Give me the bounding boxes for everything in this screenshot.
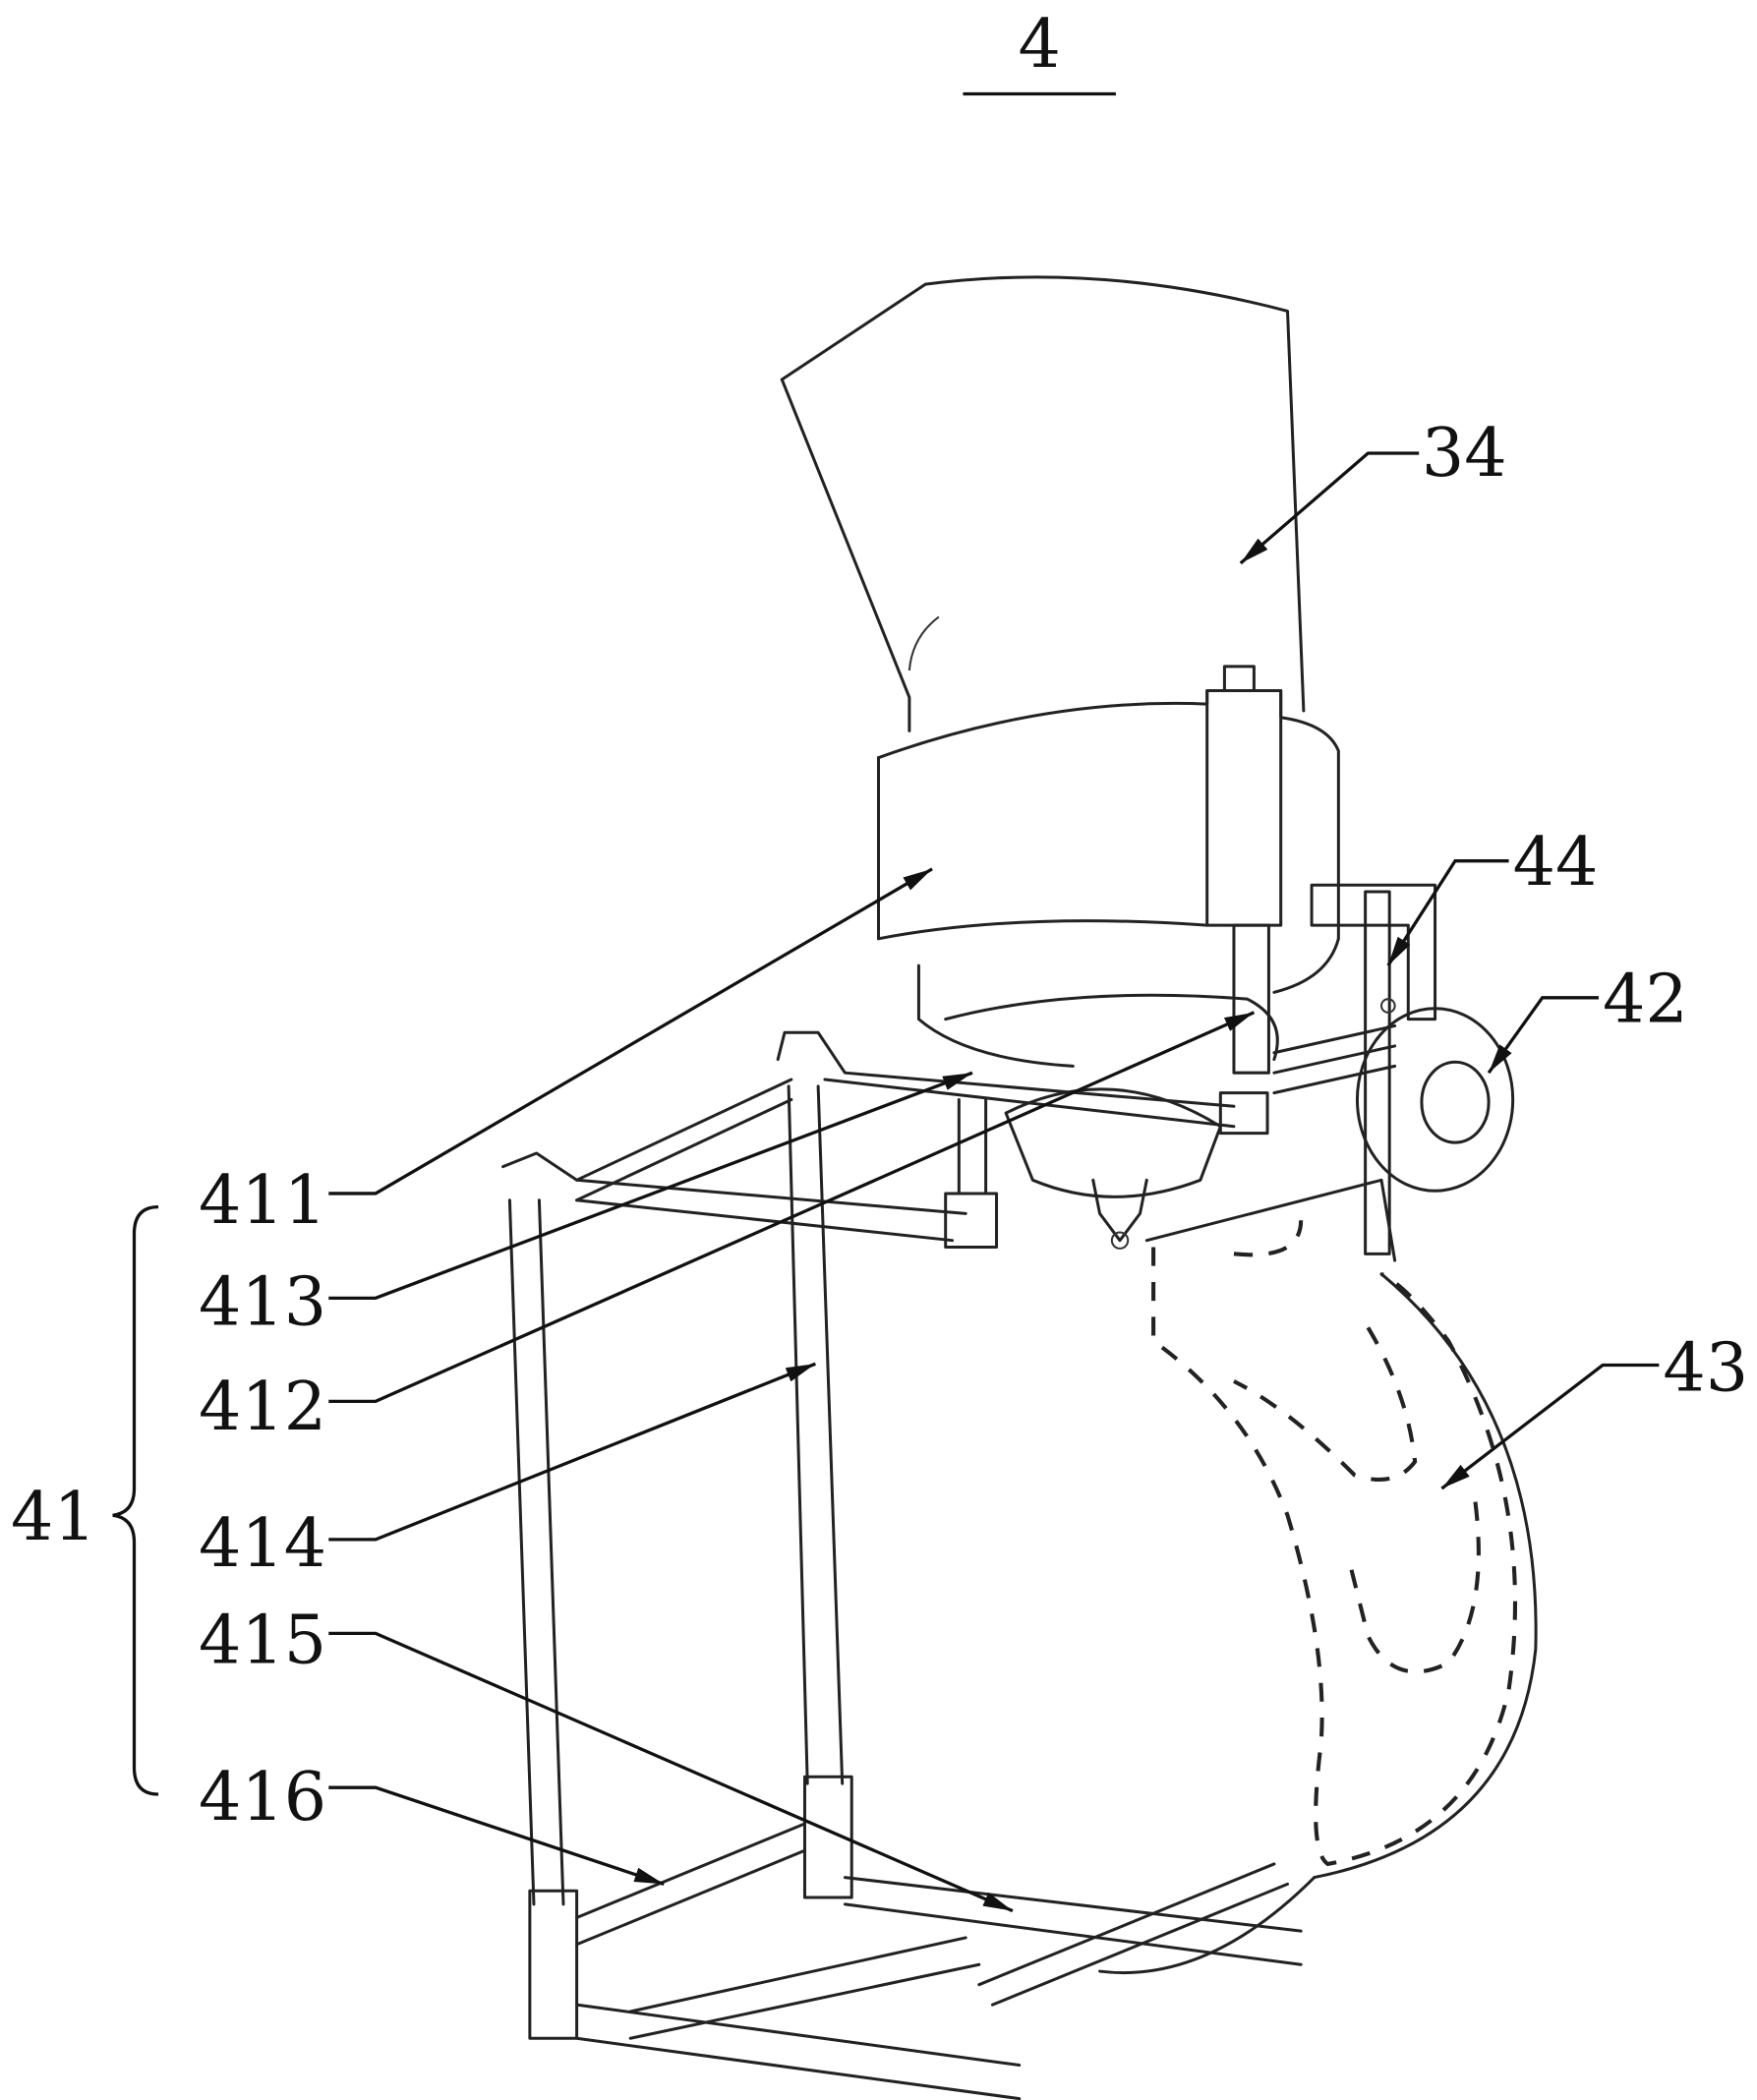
callout-41: 41 bbox=[11, 1207, 158, 1794]
label-42: 42 bbox=[1603, 961, 1688, 1038]
label-44: 44 bbox=[1513, 824, 1599, 902]
label-414: 414 bbox=[199, 1505, 326, 1583]
hopper bbox=[782, 277, 1304, 731]
collar-cylinder bbox=[879, 667, 1339, 1249]
label-34: 34 bbox=[1422, 415, 1507, 493]
callout-44: 44 bbox=[1388, 824, 1599, 965]
label-41: 41 bbox=[11, 1479, 96, 1556]
label-411: 411 bbox=[199, 1162, 326, 1240]
group-brace bbox=[113, 1207, 158, 1794]
frame bbox=[503, 1032, 1302, 2098]
figure-number: 4 bbox=[1018, 6, 1060, 84]
callout-416: 416 bbox=[199, 1759, 664, 1884]
label-43: 43 bbox=[1663, 1329, 1748, 1407]
bag bbox=[1100, 1180, 1537, 1972]
label-412: 412 bbox=[199, 1369, 326, 1446]
callout-412: 412 bbox=[199, 1013, 1254, 1446]
label-415: 415 bbox=[199, 1602, 326, 1679]
label-413: 413 bbox=[199, 1264, 326, 1342]
callout-34: 34 bbox=[1241, 415, 1507, 563]
label-416: 416 bbox=[199, 1759, 326, 1837]
callout-42: 42 bbox=[1489, 961, 1688, 1073]
fan bbox=[1274, 1009, 1513, 1192]
